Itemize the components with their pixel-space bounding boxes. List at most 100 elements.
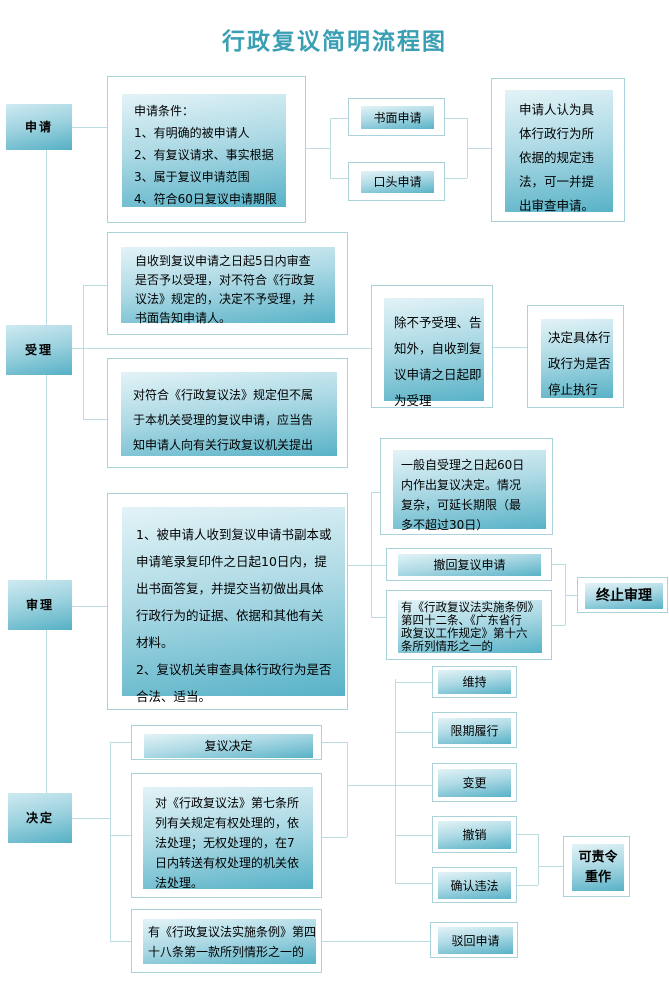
decision-text: 复议决定 xyxy=(204,739,253,753)
terminate-text: 终止审理 xyxy=(596,588,652,604)
stage-decide: 决定 xyxy=(8,793,72,843)
article7-text: 对《行政复议法》第七条所 列有关规定有权处理的，依 法处理；无权处理的，在7 日… xyxy=(155,796,300,890)
connector-line xyxy=(552,625,565,626)
connector-line xyxy=(493,347,527,348)
box-decision-60days: 一般自受理之日起60日 内作出复议决定。情况 复杂，可延长期限（最 多不超过30… xyxy=(380,438,553,535)
connector-line xyxy=(395,835,432,836)
connector-line xyxy=(538,834,539,885)
box-order-redo: 可责令 重作 xyxy=(563,836,630,897)
connector-line xyxy=(322,742,347,743)
revoke-text: 撤销 xyxy=(462,828,487,842)
stage-review-label: 审理 xyxy=(25,598,54,612)
connector-line xyxy=(306,148,330,149)
connector-line xyxy=(46,375,47,580)
page-title: 行政复议简明流程图 xyxy=(222,29,447,55)
connector-line xyxy=(565,595,577,596)
connector-line xyxy=(445,118,467,119)
stage-accept-label: 受理 xyxy=(24,343,53,357)
box-article48: 有《行政复议法实施条例》第四 十八条第一款所列情形之一的 xyxy=(131,909,322,973)
connector-line xyxy=(371,492,372,617)
oral-apply-text: 口头申请 xyxy=(373,175,422,189)
review-duties-text: 1、被申请人收到复议申请书副本或 申请笔录复印件之日起10日内，提 出书面答复，… xyxy=(136,527,332,704)
box-change: 变更 xyxy=(432,763,517,802)
connector-line xyxy=(467,148,491,149)
connector-line xyxy=(322,941,430,942)
connector-line xyxy=(330,118,331,178)
connector-line xyxy=(371,492,380,493)
box-suspend-decision: 决定具体行 政行为是否 停止执行 xyxy=(527,305,624,408)
box-perform-in-time: 限期履行 xyxy=(432,712,517,748)
connector-line xyxy=(72,127,107,128)
connector-line xyxy=(110,742,111,941)
connector-line xyxy=(395,732,432,733)
connector-line xyxy=(110,941,131,942)
accept-auto-text: 除不予受理、告 知外，自收到复 议申请之日起即 为受理 xyxy=(394,315,482,408)
connector-line xyxy=(83,285,84,420)
connector-line xyxy=(46,630,47,793)
article48-text: 有《行政复议法实施条例》第四 十八条第一款所列情形之一的 xyxy=(148,925,317,959)
accept-check5-text: 自收到复议申请之日起5日内审查 是否予以受理，对不符合《行政复 议法》规定的，决… xyxy=(135,254,316,325)
connector-line xyxy=(322,837,347,838)
perform-in-time-text: 限期履行 xyxy=(450,724,499,738)
suspend-decision-text: 决定具体行 政行为是否 停止执行 xyxy=(548,330,611,397)
box-review-duties: 1、被申请人收到复议申请书副本或 申请笔录复印件之日起10日内，提 出书面答复，… xyxy=(107,493,348,710)
maintain-text: 维持 xyxy=(462,675,487,689)
box-applicant-review: 申请人认为具 体行政行为所 依据的规定违 法，可一并提 出审查申请。 xyxy=(491,78,625,222)
connector-line xyxy=(72,818,110,819)
written-apply-text: 书面申请 xyxy=(373,110,422,125)
connector-line xyxy=(445,178,467,179)
box-revoke: 撤销 xyxy=(432,816,517,853)
accept-transfer-text: 对符合《行政复议法》规定但不属 于本机关受理的复议申请，应当告 知申请人向有关行… xyxy=(133,388,314,452)
box-accept-check5: 自收到复议申请之日起5日内审查 是否予以受理，对不符合《行政复 议法》规定的，决… xyxy=(107,232,348,335)
box-terminate-cases: 有《行政复议法实施条例》 第四十二条、《广东省行 政复议工作规定》第十六 条所列… xyxy=(386,590,552,660)
connector-line xyxy=(517,834,538,835)
box-apply-conditions: 申请条件： 1、有明确的被申请人 2、有复议请求、事实根据 3、属于复议申请范围… xyxy=(107,76,306,223)
stage-decide-label: 决定 xyxy=(25,811,54,825)
withdraw-text: 撤回复议申请 xyxy=(433,558,506,572)
connector-line xyxy=(565,564,566,625)
box-terminate: 终止审理 xyxy=(577,577,668,613)
connector-line xyxy=(552,564,565,565)
box-article7: 对《行政复议法》第七条所 列有关规定有权处理的，依 法处理；无权处理的，在7 日… xyxy=(131,773,322,898)
connector-line xyxy=(72,348,371,349)
connector-line xyxy=(371,617,386,618)
connector-line xyxy=(517,885,538,886)
change-text: 变更 xyxy=(462,776,487,790)
confirm-illegal-text: 确认违法 xyxy=(450,878,499,893)
connector-line xyxy=(395,679,396,884)
connector-line xyxy=(83,285,107,286)
box-written-apply: 书面申请 xyxy=(348,98,445,136)
connector-line xyxy=(347,785,432,786)
connector-line xyxy=(348,565,371,566)
terminate-cases-text: 有《行政复议法实施条例》 第四十二条、《广东省行 政复议工作规定》第十六 条所列… xyxy=(401,600,539,653)
apply-conditions-text: 申请条件： 1、有明确的被申请人 2、有复议请求、事实根据 3、属于复议申请范围… xyxy=(134,104,277,206)
connector-line xyxy=(330,118,348,119)
connector-line xyxy=(371,565,386,566)
box-maintain: 维持 xyxy=(432,666,517,698)
box-confirm-illegal: 确认违法 xyxy=(432,867,517,903)
box-decision: 复议决定 xyxy=(131,725,322,760)
stage-accept: 受理 xyxy=(6,325,72,375)
connector-line xyxy=(110,835,131,836)
box-withdraw: 撤回复议申请 xyxy=(386,548,552,581)
box-accept-auto: 除不予受理、告 知外，自收到复 议申请之日起即 为受理 xyxy=(371,285,493,408)
connector-line xyxy=(347,742,348,837)
stage-review: 审理 xyxy=(8,580,72,630)
connector-line xyxy=(46,150,47,325)
connector-line xyxy=(330,178,348,179)
reject-text: 驳回申请 xyxy=(451,933,500,948)
decision-60days-text: 一般自受理之日起60日 内作出复议决定。情况 复杂，可延长期限（最 多不超过30… xyxy=(401,458,525,532)
box-accept-transfer: 对符合《行政复议法》规定但不属 于本机关受理的复议申请，应当告 知申请人向有关行… xyxy=(107,358,348,468)
connector-line xyxy=(110,742,131,743)
stage-apply-label: 申请 xyxy=(24,120,53,134)
applicant-review-text: 申请人认为具 体行政行为所 依据的规定违 法，可一并提 出审查申请。 xyxy=(519,102,595,213)
connector-line xyxy=(395,883,432,884)
connector-line xyxy=(395,682,432,683)
connector-line xyxy=(538,866,563,867)
stage-apply: 申请 xyxy=(6,104,72,150)
box-reject: 驳回申请 xyxy=(430,922,518,958)
order-redo-text: 可责令 重作 xyxy=(578,849,618,885)
connector-line xyxy=(83,419,107,420)
connector-line xyxy=(72,606,107,607)
